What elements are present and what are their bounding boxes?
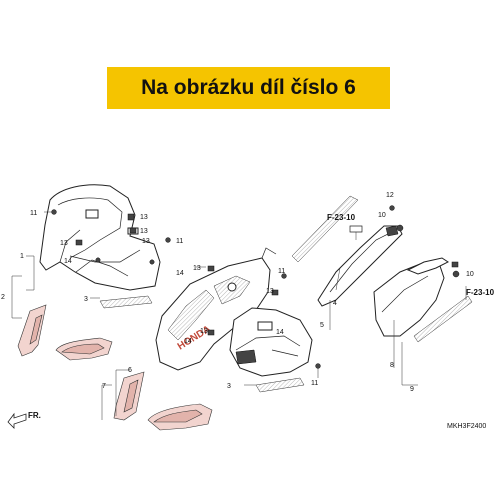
diagram-code: MKH3F2400 bbox=[447, 423, 486, 430]
callout-3: 3 bbox=[227, 383, 231, 390]
callout-11: 11 bbox=[311, 380, 318, 387]
reference-label: F-23-10 bbox=[466, 288, 495, 297]
callout-5: 5 bbox=[320, 322, 324, 329]
callout-6: 6 bbox=[128, 367, 132, 374]
side-cowl-6: HONDA bbox=[155, 247, 277, 371]
callout-9: 9 bbox=[410, 386, 414, 393]
callout-7: 7 bbox=[102, 383, 106, 390]
stripe-4 bbox=[291, 195, 359, 263]
callout-13: 13 bbox=[193, 265, 201, 272]
callout-11: 11 bbox=[30, 210, 37, 217]
right-panel-8 bbox=[373, 257, 473, 343]
callout-14: 14 bbox=[64, 258, 72, 265]
callout-13: 13 bbox=[140, 214, 148, 221]
callout-10: 10 bbox=[378, 212, 386, 219]
callout-numbers: 11 13 13 13 13 11 1 2 14 3 14 13 11 13 4… bbox=[1, 192, 474, 393]
callout-2: 2 bbox=[1, 294, 5, 301]
callout-13: 13 bbox=[200, 328, 208, 335]
bracket-5 bbox=[317, 225, 403, 307]
callout-12: 12 bbox=[386, 192, 394, 199]
callout-11: 11 bbox=[278, 268, 285, 275]
leader-lines bbox=[11, 211, 418, 420]
callout-13: 13 bbox=[140, 228, 148, 235]
reference-f23-10-b: F-23-10 bbox=[465, 286, 495, 300]
inner-panel bbox=[229, 307, 313, 377]
callout-1: 1 bbox=[20, 253, 24, 260]
title-banner: Na obrázku díl číslo 6 bbox=[107, 67, 390, 109]
front-direction-arrow: FR. bbox=[7, 411, 41, 429]
callout-13: 13 bbox=[266, 288, 274, 295]
callout-10: 10 bbox=[466, 271, 474, 278]
fasteners bbox=[51, 205, 460, 369]
title-banner-text: Na obrázku díl číslo 6 bbox=[141, 76, 356, 99]
callout-14: 14 bbox=[176, 270, 184, 277]
front-direction-label: FR. bbox=[28, 411, 41, 420]
strip-3-left bbox=[99, 295, 153, 309]
callout-3: 3 bbox=[84, 296, 88, 303]
decal-set-7 bbox=[113, 371, 213, 431]
callout-14: 14 bbox=[276, 329, 284, 336]
strip-3-right bbox=[255, 377, 305, 393]
inner-fairing-left bbox=[39, 184, 161, 291]
callout-14: 14 bbox=[184, 338, 192, 345]
decal-set-2 bbox=[17, 304, 113, 361]
reference-f23-10-a: F-23-10 bbox=[327, 213, 363, 240]
callout-13: 13 bbox=[142, 238, 150, 245]
callout-8: 8 bbox=[390, 362, 394, 369]
callout-4: 4 bbox=[333, 300, 337, 307]
callout-13: 13 bbox=[60, 240, 68, 247]
callout-11: 11 bbox=[176, 238, 183, 245]
reference-label: F-23-10 bbox=[327, 213, 356, 222]
